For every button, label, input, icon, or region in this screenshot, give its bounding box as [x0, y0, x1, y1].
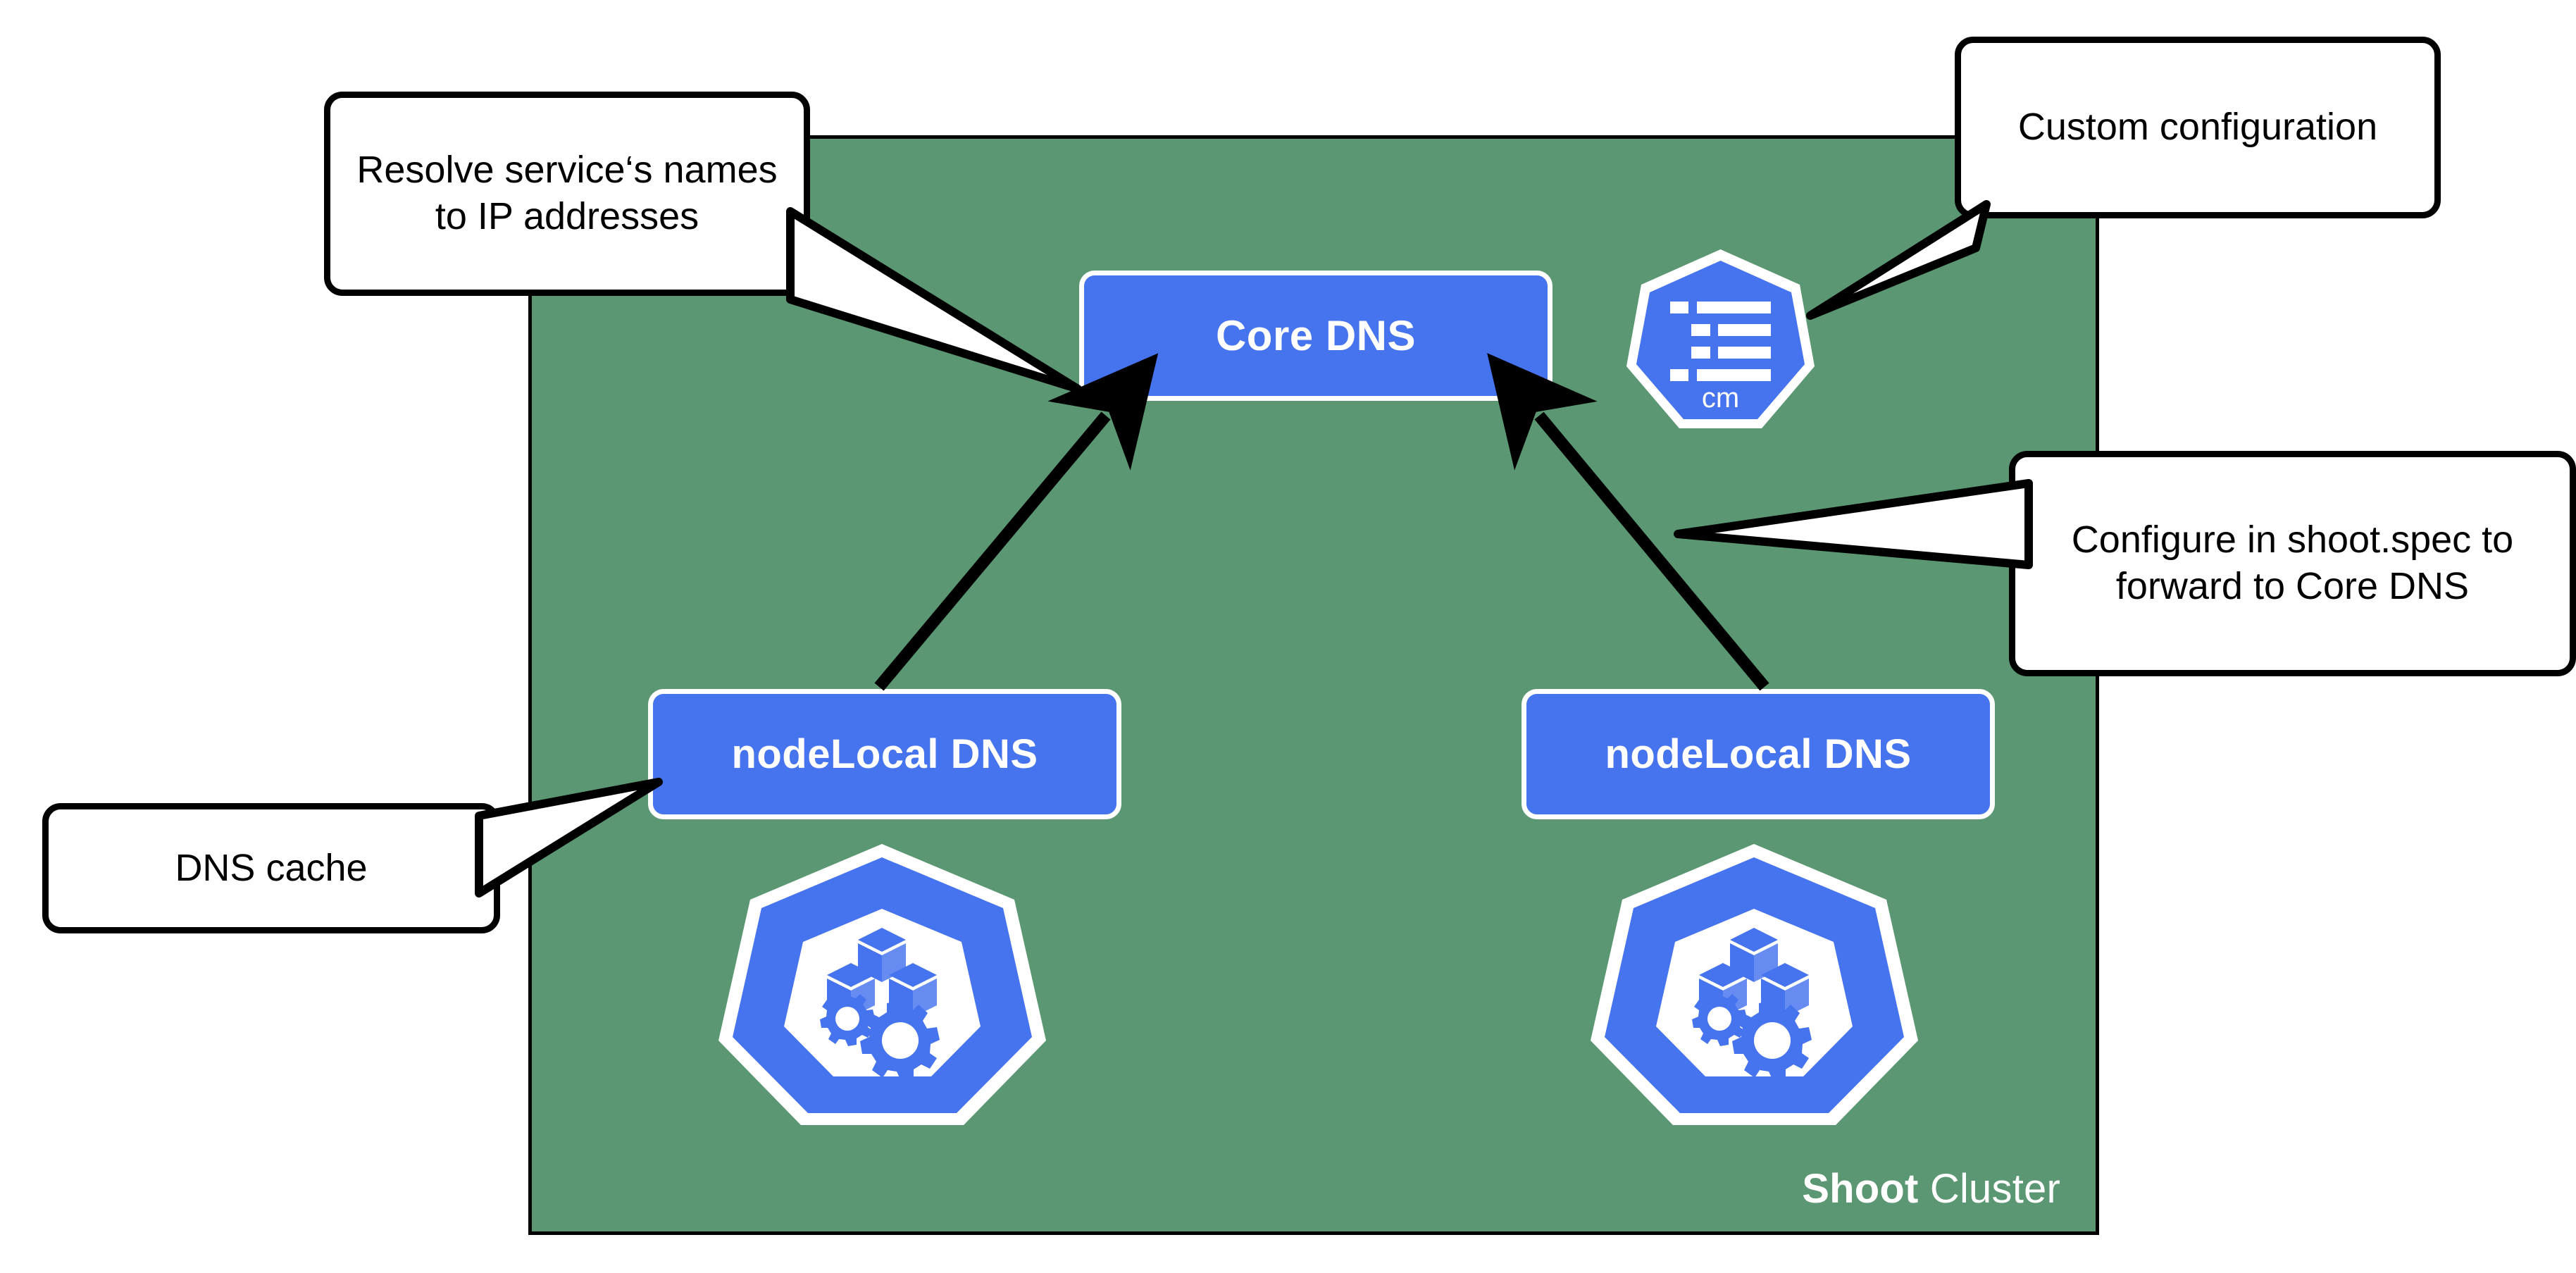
callout-dns-cache-text: DNS cache — [175, 846, 368, 889]
callout-resolve-text: Resolve service‘s names to IP addresses — [356, 149, 778, 237]
callout-configure-shoot-spec[interactable]: Configure in shoot.spec to forward to Co… — [2009, 451, 2576, 676]
core-dns-label: Core DNS — [1215, 312, 1417, 359]
shoot-cluster-label-rest: Cluster — [1918, 1166, 2060, 1212]
nodelocal-dns-right-label: nodeLocal DNS — [1605, 731, 1912, 777]
shoot-cluster-label: Shoot Cluster — [1802, 1167, 2060, 1212]
configmap-icon: cm — [1624, 247, 1817, 433]
kubernetes-node-icon-right — [1591, 842, 1918, 1127]
callout-shoot-spec-text: Configure in shoot.spec to forward to Co… — [2071, 518, 2514, 607]
nodelocal-dns-node-left[interactable]: nodeLocal DNS — [648, 689, 1121, 819]
callout-resolve-service-names[interactable]: Resolve service‘s names to IP addresses — [324, 92, 810, 296]
core-dns-node[interactable]: Core DNS — [1079, 271, 1553, 401]
configmap-icon-caption: cm — [1702, 383, 1739, 414]
callout-custom-text: Custom configuration — [2017, 106, 2378, 149]
nodelocal-dns-node-right[interactable]: nodeLocal DNS — [1522, 689, 1995, 819]
callout-dns-cache[interactable]: DNS cache — [42, 803, 500, 933]
nodelocal-dns-left-label: nodeLocal DNS — [731, 731, 1038, 777]
callout-custom-configuration[interactable]: Custom configuration — [1955, 37, 2441, 218]
shoot-cluster-label-bold: Shoot — [1802, 1166, 1919, 1212]
kubernetes-node-icon-left — [718, 842, 1046, 1127]
